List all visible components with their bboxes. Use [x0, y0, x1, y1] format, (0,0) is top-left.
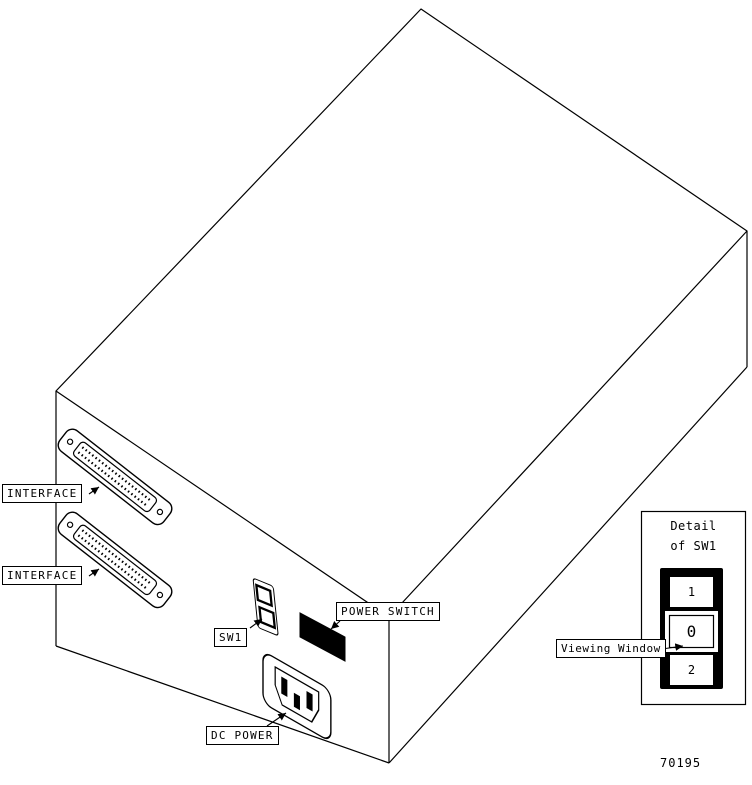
leader-interface-bottom: [88, 568, 100, 577]
sw1-viewing-window-inner-frame: [668, 614, 715, 649]
sw1-viewing-window: [665, 611, 718, 652]
leader-power-switch: [330, 620, 341, 630]
inset-title-line2: of SW1: [670, 539, 717, 553]
sw1-button-upper: [255, 583, 273, 608]
callout-interface-bottom: INTERFACE: [2, 566, 83, 585]
enclosure-edge-bottom-right: [388, 366, 748, 764]
callout-viewing-window: Viewing Window: [556, 639, 666, 658]
sw1-position-window-2: [670, 655, 713, 685]
sw1-position-label-0: 0: [686, 622, 697, 641]
callout-interface-top: INTERFACE: [2, 484, 83, 503]
sw1-switch: [252, 578, 279, 636]
leader-dc-power: [266, 712, 287, 727]
dc-power-inlet: [262, 653, 332, 740]
dc-inlet-pin-left: [281, 676, 288, 697]
sw1-button-lower: [258, 605, 277, 630]
dc-inlet-pin-center: [293, 692, 300, 711]
dc-inlet-pin-right: [306, 691, 313, 712]
inset-title-line1: Detail: [670, 519, 717, 533]
sw1-detail-inset: [640, 510, 747, 706]
callout-power-switch: POWER SWITCH: [336, 602, 440, 621]
figure-number: 70195: [660, 756, 702, 770]
leader-sw1: [249, 618, 263, 629]
sw1-position-window-1: [670, 577, 713, 607]
callout-dc-power: DC POWER: [206, 726, 279, 745]
sw1-position-label-2: 2: [687, 663, 696, 677]
leader-interface-top: [88, 486, 100, 495]
power-switch-graphic: [299, 612, 346, 662]
sw1-position-label-1: 1: [687, 585, 696, 599]
enclosure-edge-bottom-left: [55, 645, 390, 764]
callout-sw1: SW1: [214, 628, 248, 647]
